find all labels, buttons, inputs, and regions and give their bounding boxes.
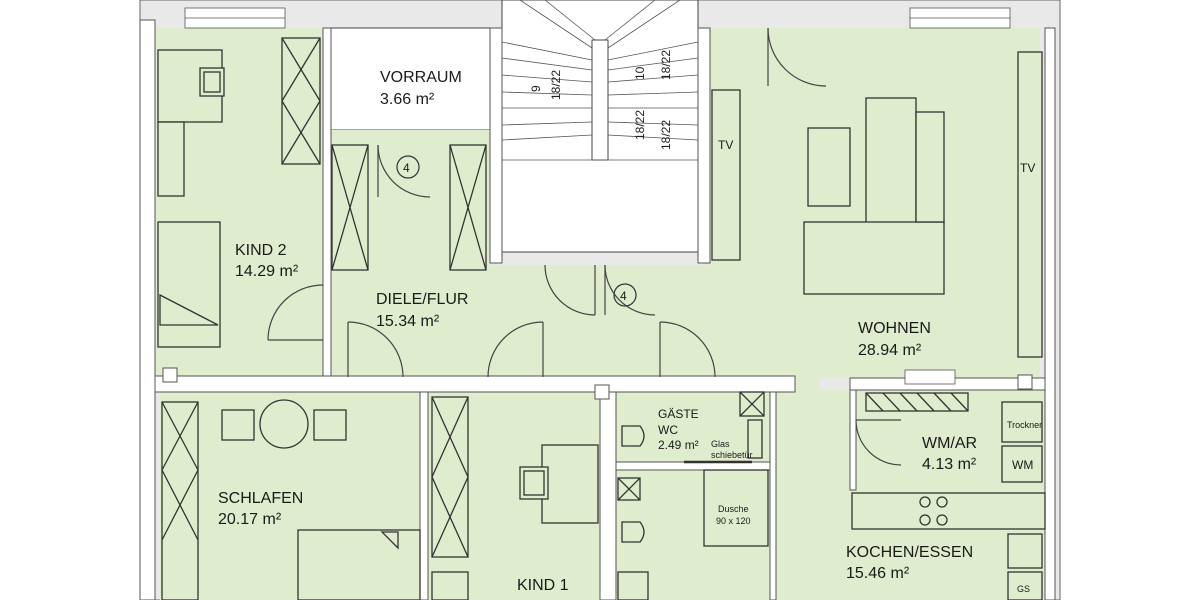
room-gaeste-area: 2.49 m² bbox=[658, 438, 699, 452]
schlafen-furniture bbox=[221, 399, 469, 600]
door-marker-stair bbox=[613, 283, 637, 307]
room-diele-name: DIELE/FLUR bbox=[376, 291, 468, 308]
room-kind2-area: 14.29 m² bbox=[235, 263, 299, 280]
stair-ratio-a: 18/22 bbox=[549, 70, 563, 100]
tv-label-1: TV bbox=[718, 138, 733, 152]
stair-ratio-b: 18/22 bbox=[659, 50, 673, 80]
room-vorraum-area: 3.66 m² bbox=[380, 91, 435, 108]
room-wohnen-area: 28.94 m² bbox=[858, 342, 922, 359]
column-markers bbox=[162, 367, 1033, 400]
stair-core bbox=[591, 39, 609, 161]
stair-steps-c: 18/22 bbox=[633, 110, 647, 140]
stair-treads bbox=[501, 0, 699, 161]
door-marker-vorraum bbox=[396, 155, 420, 179]
wm-label: WM bbox=[1012, 458, 1033, 472]
dusche-size-label: 90 x 120 bbox=[716, 516, 751, 526]
trockner-label: Trockner bbox=[1007, 420, 1042, 430]
door-number-2: 4 bbox=[620, 289, 627, 303]
room-kind2-name: KIND 2 bbox=[235, 242, 287, 259]
dusche-label: Dusche bbox=[718, 504, 749, 514]
stair-ratio-c: 18/22 bbox=[659, 120, 673, 150]
windows bbox=[184, 7, 1011, 385]
room-wmar-area: 4.13 m² bbox=[922, 456, 977, 473]
room-wohnen-name: WOHNEN bbox=[858, 320, 931, 337]
room-kochen-area: 15.46 m² bbox=[846, 565, 910, 582]
kind1-furniture bbox=[519, 444, 599, 524]
wardrobes bbox=[161, 37, 969, 600]
schiebetuer-label: schiebetür bbox=[711, 450, 753, 460]
stair-steps-b: 10 bbox=[633, 66, 647, 80]
kind2-furniture bbox=[157, 49, 225, 348]
door-swings bbox=[267, 27, 902, 466]
interior-walls bbox=[139, 19, 1056, 600]
tv-label-2: TV bbox=[1020, 161, 1035, 175]
kitchen-furniture bbox=[851, 401, 1046, 600]
gs-label: GS bbox=[1017, 584, 1030, 594]
room-schlafen-name: SCHLAFEN bbox=[218, 490, 303, 507]
glas-label: Glas bbox=[711, 439, 730, 449]
door-number-1: 4 bbox=[403, 161, 410, 175]
room-wmar-name: WM/AR bbox=[922, 435, 977, 452]
room-kind1-name: KIND 1 bbox=[517, 577, 569, 594]
room-diele-area: 15.34 m² bbox=[376, 313, 440, 330]
stair-steps-a: 9 bbox=[529, 85, 543, 92]
room-vorraum-name: VORRAUM bbox=[380, 69, 462, 86]
room-gaeste-name: GÄSTE bbox=[658, 407, 699, 421]
bath-fixtures bbox=[617, 391, 769, 600]
room-kochen-name: KOCHEN/ESSEN bbox=[846, 544, 973, 561]
room-gaeste-wc: WC bbox=[658, 423, 678, 437]
wohnen-furniture bbox=[711, 51, 1043, 358]
room-schlafen-area: 20.17 m² bbox=[218, 511, 282, 528]
